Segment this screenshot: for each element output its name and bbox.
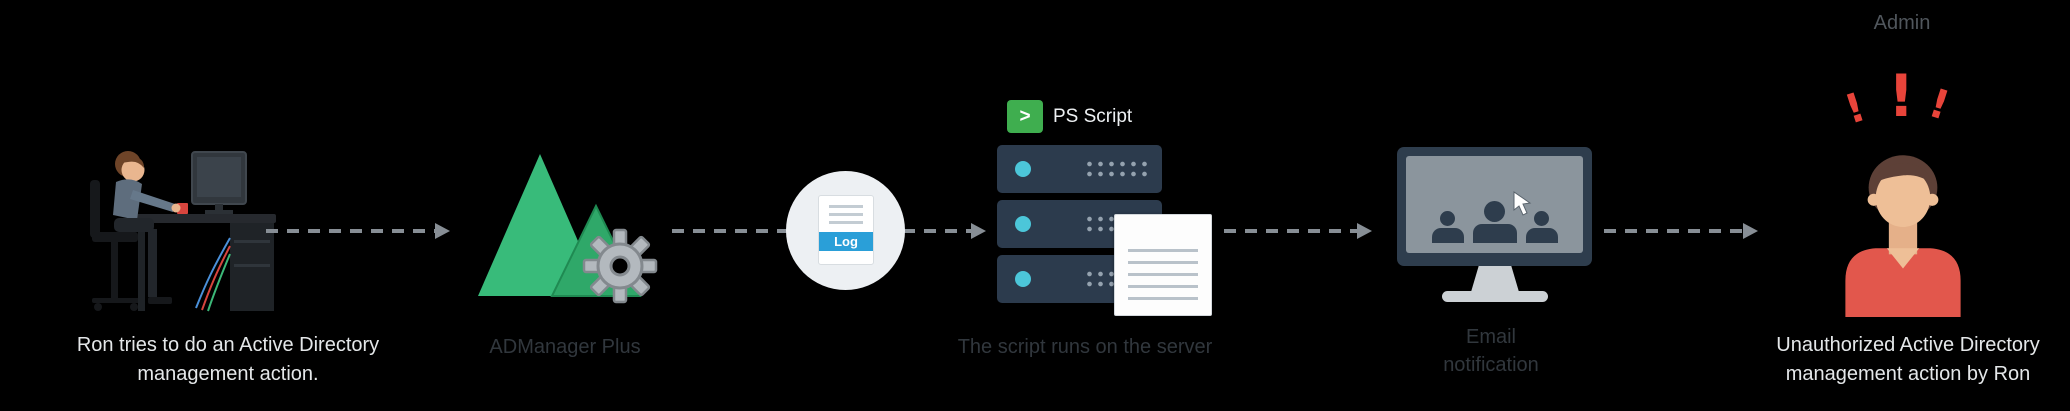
gear-icon <box>582 228 658 304</box>
arrow-head-icon <box>971 223 986 239</box>
admin-avatar <box>1845 155 1961 317</box>
powershell-icon: > <box>1007 100 1043 133</box>
log-icon: Log <box>786 171 905 290</box>
monitor-icon <box>1397 147 1592 266</box>
caption-line: management action. <box>137 363 319 385</box>
log-label: Log <box>819 232 873 251</box>
server-led-icon <box>1015 216 1031 232</box>
server-led-icon <box>1015 271 1031 287</box>
step-caption-user-action: Ron tries to do an Active Directory mana… <box>58 331 398 389</box>
users-group-icon <box>1406 201 1583 243</box>
arrow-head-icon <box>435 223 450 239</box>
ps-script-label: PS Script <box>1053 106 1133 127</box>
user-silhouette-icon <box>1525 211 1558 243</box>
monitor-screen <box>1406 156 1583 253</box>
arrow-dash <box>1224 229 1358 233</box>
server-vents <box>1084 159 1148 180</box>
step-caption-notification: Email notification <box>1341 323 1641 379</box>
alert-exclamation-icon: ! <box>1923 80 1955 130</box>
user-silhouette-icon <box>1431 211 1464 243</box>
document-lines <box>829 205 863 224</box>
flow-arrow-1 <box>266 223 450 239</box>
trigger-logo-icon <box>478 154 658 304</box>
caption-line: notification <box>1443 354 1539 376</box>
arrow-dash <box>266 229 436 233</box>
caption-line: ADManager Plus <box>489 336 641 358</box>
caption-line: Ron tries to do an Active Directory <box>76 334 380 356</box>
caption-line: Unauthorized Active Directory <box>1776 334 2040 356</box>
user-at-desk-illustration <box>90 151 276 312</box>
caption-line: management action by Ron <box>1785 363 2031 385</box>
alert-exclamation-icon: ! <box>1839 84 1871 134</box>
admin-label: Admin <box>1873 12 1931 34</box>
monitor-stand <box>1471 266 1519 292</box>
script-document-icon <box>1114 214 1212 316</box>
server-unit <box>997 145 1162 193</box>
document-lines <box>1128 249 1198 301</box>
log-document-icon: Log <box>818 195 874 265</box>
arrow-dash <box>1604 229 1744 233</box>
flow-arrow-4 <box>1604 223 1758 239</box>
monitor-base <box>1442 291 1548 302</box>
cursor-icon <box>1513 190 1532 216</box>
flow-arrow-3 <box>1224 223 1372 239</box>
arrow-head-icon <box>1357 223 1372 239</box>
alert-exclamation-icon: ! <box>1888 62 1915 130</box>
caption-line: The script runs on the server <box>957 336 1213 358</box>
step-caption-trigger: ADManager Plus <box>400 333 730 362</box>
user-silhouette-icon <box>1472 201 1517 243</box>
step-caption-server: The script runs on the server <box>920 333 1250 362</box>
caption-line: Email <box>1465 326 1516 348</box>
arrow-head-icon <box>1743 223 1758 239</box>
server-led-icon <box>1015 161 1031 177</box>
step-caption-admin: Unauthorized Active Directory management… <box>1728 331 2070 389</box>
